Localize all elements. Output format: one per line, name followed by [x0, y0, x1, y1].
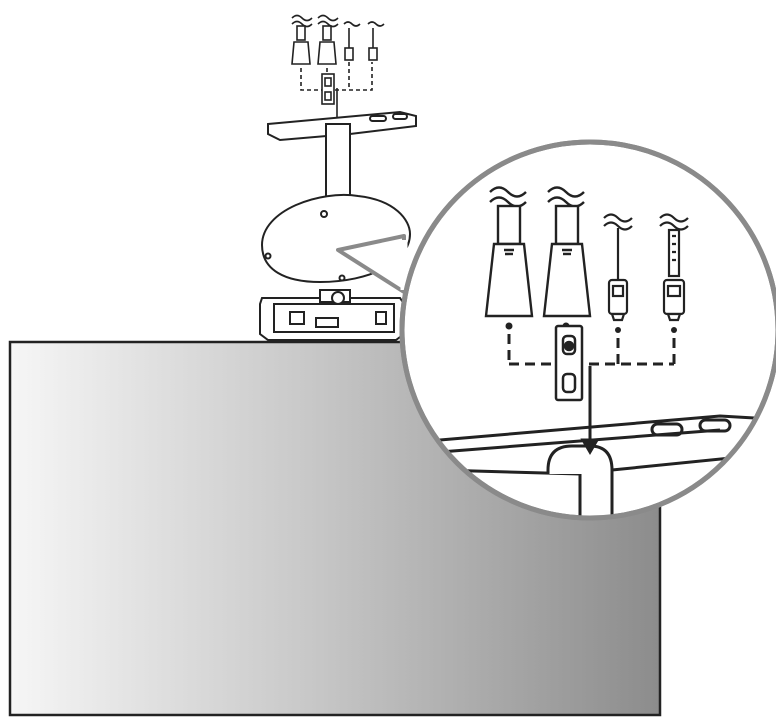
small-cable-set — [291, 14, 385, 118]
power-connector-icon — [484, 186, 534, 318]
cable-route — [507, 334, 676, 366]
power-connector-icon — [542, 186, 592, 318]
hdmi-connector-icon — [603, 213, 633, 322]
magnifier-outline — [399, 139, 776, 521]
cable-clip-icon — [554, 324, 584, 402]
mount-stand — [259, 110, 417, 341]
arrow-down-icon — [580, 366, 600, 455]
hdmi-connector-icon — [659, 213, 689, 322]
